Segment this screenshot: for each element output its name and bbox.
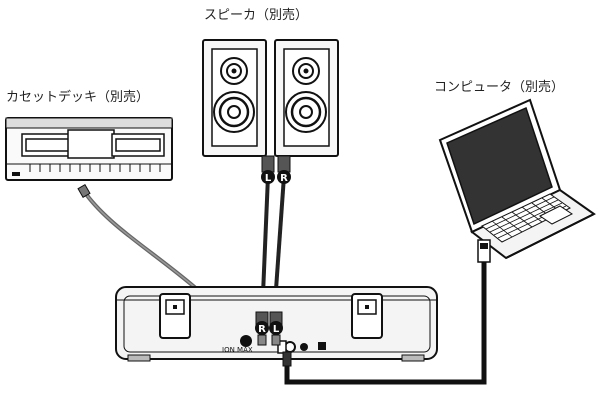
computer-label: コンピュータ（別売）	[434, 80, 565, 95]
line-in-jack	[240, 335, 252, 347]
speakers-label: スピーカ（別売）	[204, 8, 309, 23]
speaker-rca-plug-left: L	[261, 155, 275, 184]
cassette-plug	[77, 183, 91, 199]
output-jack	[300, 343, 308, 351]
plug-left-mark: L	[273, 324, 280, 335]
gain-switch	[318, 342, 326, 350]
usb-turntable-plug	[282, 351, 292, 367]
cassette-deck-label: カセットデッキ（別売）	[6, 90, 150, 105]
cassette-deck	[5, 117, 173, 181]
speaker-rca-plug-right: R	[277, 155, 291, 184]
plug-right-mark: R	[280, 173, 288, 184]
brand-logo: ION MAX	[222, 346, 253, 354]
plug-right-mark: R	[258, 324, 266, 335]
usb-plug	[477, 239, 491, 263]
laptop-computer	[438, 98, 596, 260]
turntable-rca-plug-left: L	[269, 311, 283, 346]
speaker-left	[202, 39, 267, 157]
usb-port	[277, 340, 287, 354]
turntable-rca-plug-right: R	[255, 311, 269, 346]
usb-cable	[284, 262, 487, 385]
speaker-right	[274, 39, 339, 157]
plug-left-mark: L	[265, 173, 272, 184]
